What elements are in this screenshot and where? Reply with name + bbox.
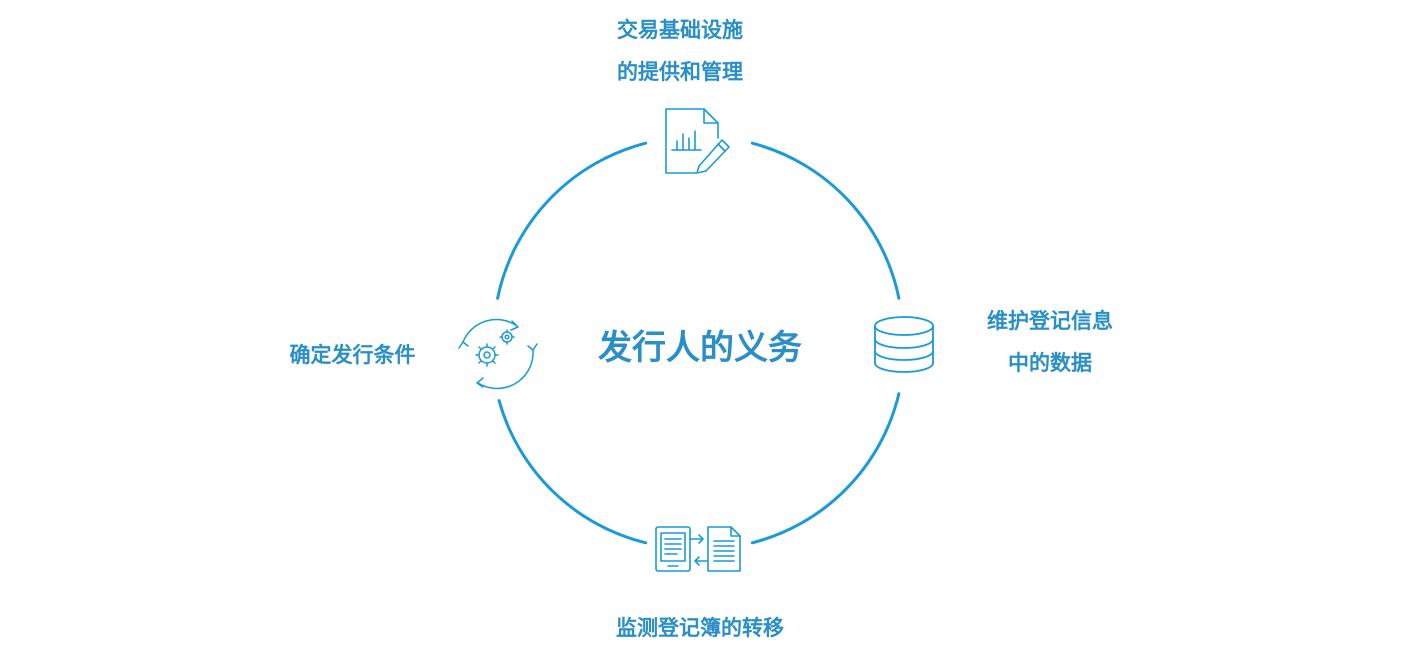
center-title: 发行人的义务	[598, 328, 802, 368]
top-node-label: 交易基础设施 的提供和管理	[600, 9, 760, 93]
left-node-label-line1: 确定发行条件	[289, 343, 416, 367]
database-icon	[874, 316, 934, 373]
ring-arc-bottom-right	[750, 392, 901, 545]
document-chart-pen-icon	[665, 108, 730, 174]
bottom-node-label-line1: 监测登记簿的转移	[616, 616, 784, 640]
bottom-node-label: 监测登记簿的转移	[580, 607, 820, 649]
top-node-label-line2: 的提供和管理	[617, 60, 743, 84]
left-node-label: 确定发行条件	[270, 334, 435, 376]
right-node-label-line2: 中的数据	[1008, 351, 1092, 375]
document-transfer-icon	[655, 526, 741, 572]
ring-arc-top-left	[496, 141, 648, 300]
cycle-ring	[496, 141, 901, 545]
gears-cycle-icon	[458, 318, 538, 390]
ring-arc-top-right	[750, 141, 901, 300]
right-node-label: 维护登记信息 中的数据	[970, 300, 1130, 384]
ring-arc-bottom-left	[497, 399, 648, 545]
right-node-label-line1: 维护登记信息	[987, 309, 1113, 333]
top-node-label-line1: 交易基础设施	[617, 18, 743, 42]
